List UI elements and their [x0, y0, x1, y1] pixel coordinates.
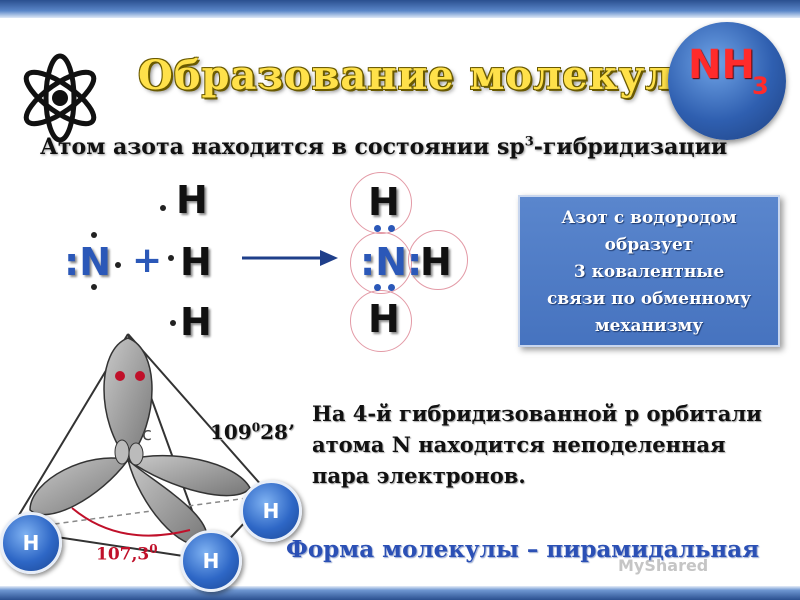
- hydrogen-symbol-bottom: H: [180, 300, 212, 344]
- orbital-ring-right: [408, 230, 468, 290]
- subtitle-text-end: -гибридизации: [533, 134, 728, 160]
- info-line: связи по обменному: [547, 289, 751, 309]
- lone-pair-dot: [115, 371, 125, 381]
- electron-pair-dot: [388, 225, 395, 232]
- plus-sign: +: [132, 240, 163, 281]
- electron-pair-dot: [374, 284, 381, 291]
- top-border-band: [0, 0, 800, 18]
- angle-degree: 0: [251, 420, 261, 435]
- molecule-shape-caption: Форма молекулы – пирамидальная: [286, 536, 760, 563]
- note-line: пара электронов.: [312, 463, 526, 488]
- hydrogen-ball-left: H: [0, 512, 62, 574]
- info-line: 3 ковалентные: [573, 262, 725, 282]
- note-line: атома N находится неподеленная: [312, 432, 726, 457]
- electron-pair-dot: [388, 284, 395, 291]
- nitrogen-symbol-reactant: :N: [64, 240, 111, 284]
- hydrogen-symbol-product-right: H: [420, 240, 452, 284]
- orbital-ring-bottom: [350, 290, 412, 352]
- electron-dot: [115, 262, 121, 268]
- hydrogen-ball-front: H: [180, 530, 242, 592]
- hybridization-subtitle: Атом азота находится в состоянии sp3-гиб…: [40, 134, 727, 160]
- electron-pair-dot: [374, 225, 381, 232]
- electron-dot: [168, 255, 174, 261]
- reaction-arrow: [242, 250, 338, 266]
- watermark: MyShared: [618, 556, 709, 575]
- formula-badge-subscript: 3: [752, 72, 769, 100]
- subtitle-superscript: 3: [524, 134, 534, 150]
- info-line: образует: [604, 235, 694, 255]
- lone-pair-dot: [135, 371, 145, 381]
- angle-degree: 0: [149, 542, 158, 556]
- electron-dot: [170, 320, 176, 326]
- subtitle-text-main: Атом азота находится в состоянии sp: [40, 134, 525, 160]
- hydrogen-symbol-middle: H: [180, 240, 212, 284]
- bond-angle-molecule: 107,30: [96, 542, 158, 565]
- bonding-info-box: Азот с водородом образует 3 ковалентные …: [518, 195, 780, 347]
- electron-dot: [91, 284, 97, 290]
- formula-badge-text: NH: [688, 42, 755, 88]
- hydrogen-symbol-product-top: H: [368, 180, 400, 224]
- bond-angle-tetrahedral: 109028’: [210, 420, 295, 444]
- angle-minutes: 28’: [260, 420, 295, 444]
- angle-value: 109: [210, 420, 252, 444]
- atom-icon: [23, 53, 97, 143]
- formula-badge: [668, 22, 786, 140]
- electron-dot: [91, 232, 97, 238]
- info-line: механизму: [594, 316, 704, 336]
- hydrogen-symbol-top: H: [176, 178, 208, 222]
- hydrogen-symbol-product-bottom: H: [368, 297, 400, 341]
- nitrogen-symbol-product: :N:: [360, 240, 423, 284]
- lone-pair-note: На 4-й гибридизованной р орбитали атома …: [312, 398, 762, 491]
- orbital-center-label: c: [142, 424, 152, 445]
- note-line: На 4-й гибридизованной р орбитали: [312, 401, 762, 426]
- info-line: Азот с водородом: [561, 208, 737, 228]
- slide-title: Образование молекулы: [138, 52, 716, 99]
- pyramid-orbital-diagram: [8, 333, 272, 562]
- electron-dot: [160, 205, 166, 211]
- hydrogen-ball-right: H: [240, 480, 302, 542]
- angle-value: 107,3: [96, 544, 150, 565]
